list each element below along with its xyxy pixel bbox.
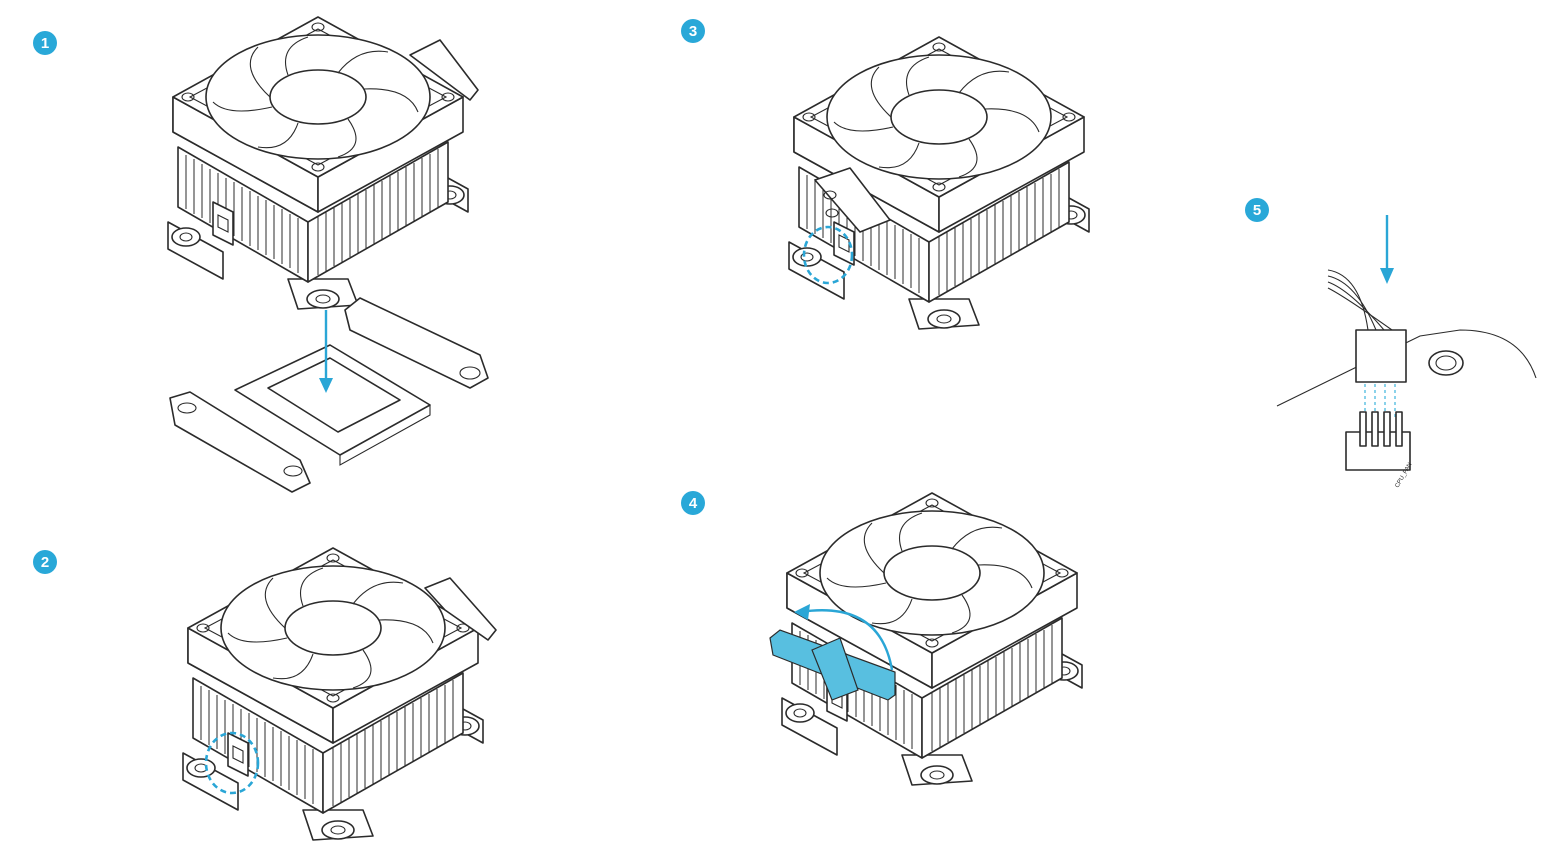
step-4-illustration — [769, 492, 1083, 786]
retention-bracket-right — [344, 297, 489, 389]
step-5-illustration: CPU_FAN — [1276, 215, 1537, 489]
rotate-arrow — [799, 609, 894, 671]
svg-text:1: 1 — [41, 35, 49, 52]
cpu-chip — [267, 357, 401, 433]
highlight-ring — [204, 731, 260, 795]
step-badge-2: 2 — [33, 550, 57, 574]
step-badge-5: 5 — [1245, 198, 1269, 222]
step-badge-4: 4 — [681, 491, 705, 515]
retention-bracket-left — [169, 391, 311, 493]
fan-connector — [1355, 329, 1407, 383]
highlight-ring — [802, 225, 854, 285]
motherboard-outline — [1276, 329, 1537, 407]
step-2-illustration — [182, 547, 497, 841]
svg-text:5: 5 — [1253, 202, 1261, 219]
svg-text:3: 3 — [689, 23, 697, 40]
svg-text:2: 2 — [41, 554, 49, 571]
step-3-illustration — [788, 36, 1090, 330]
svg-text:4: 4 — [689, 495, 698, 512]
step-badge-1: 1 — [33, 31, 57, 55]
step-badge-3: 3 — [681, 19, 705, 43]
step-1-illustration — [167, 16, 489, 493]
